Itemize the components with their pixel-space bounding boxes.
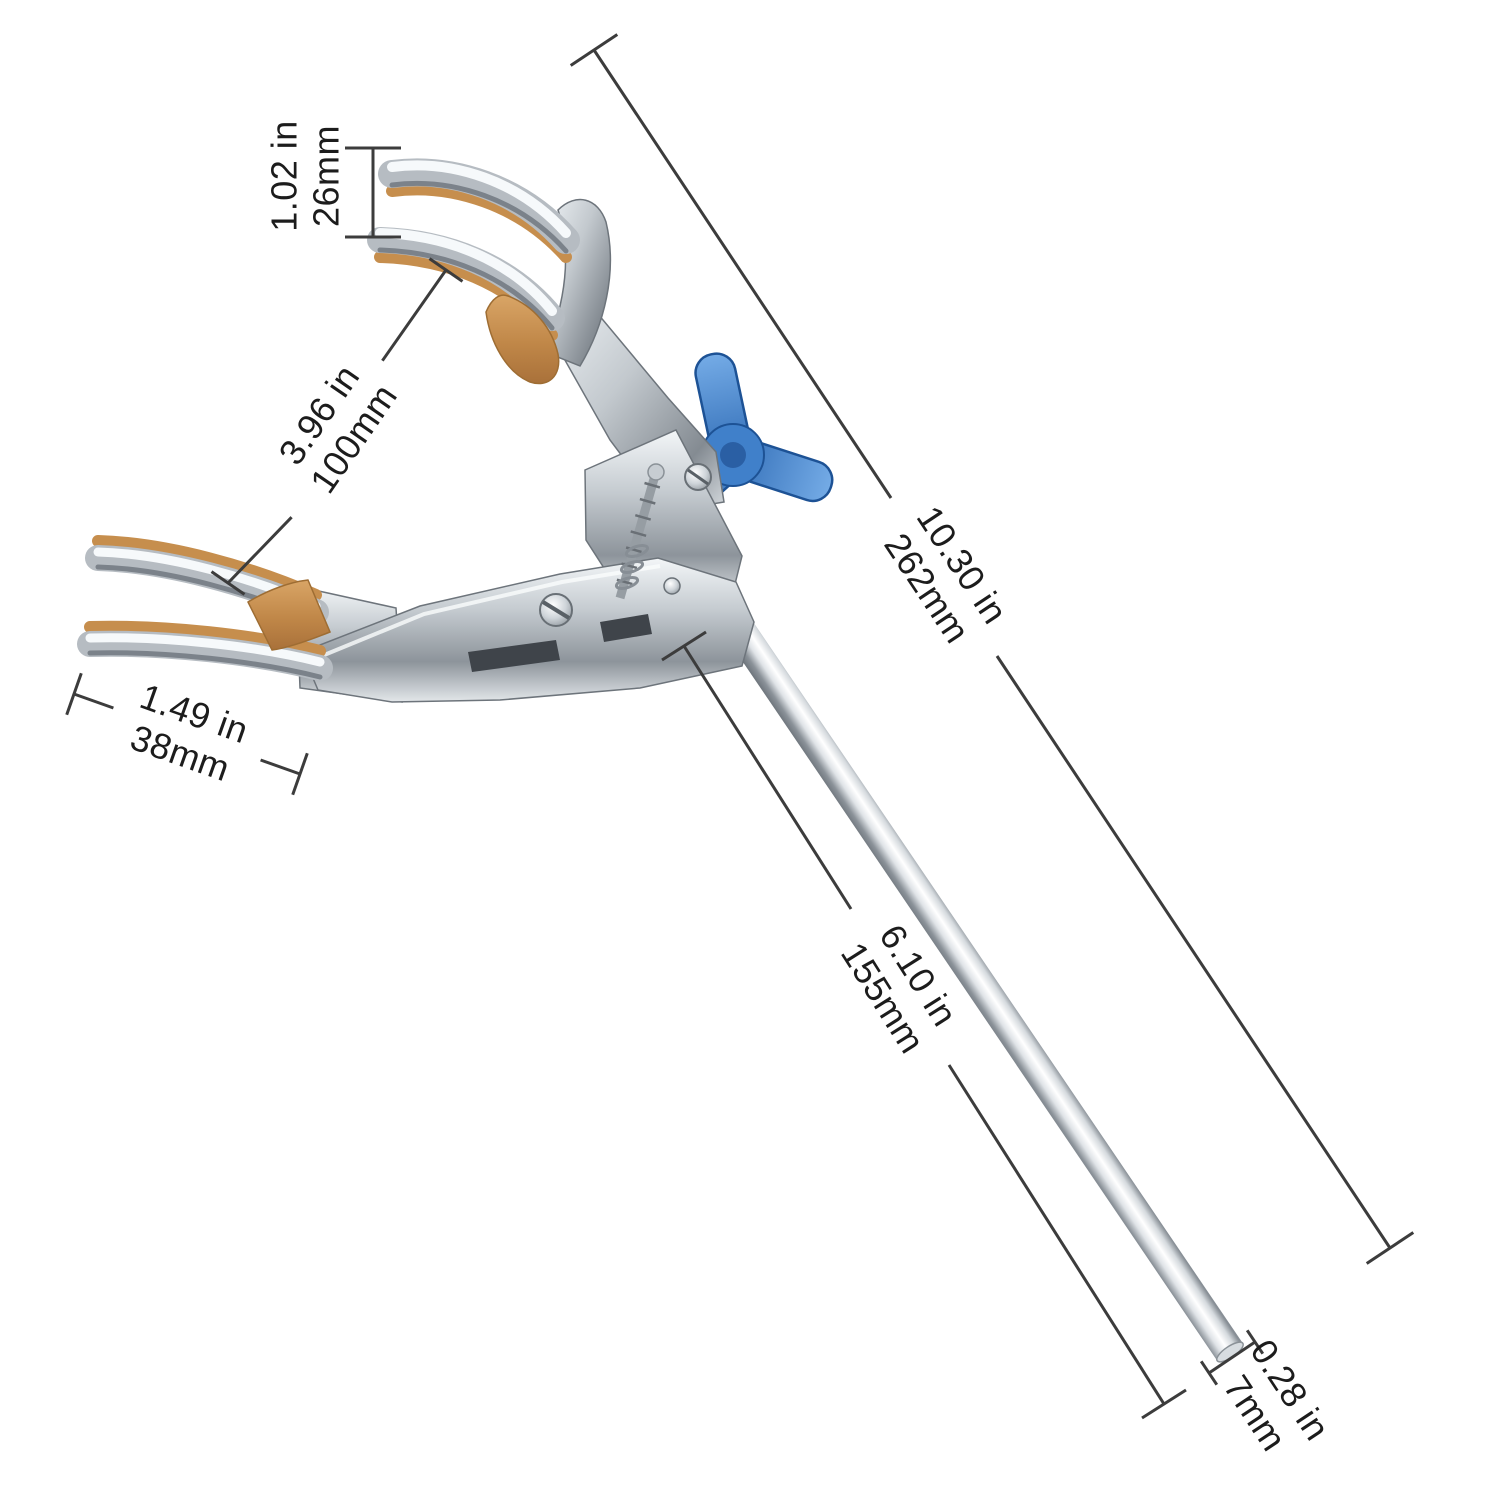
clamp-body — [295, 557, 755, 703]
dim-value-inches: 1.02 in — [263, 120, 305, 232]
dimension-lines — [65, 33, 1415, 1420]
lower-cork-pad — [247, 579, 331, 651]
upper-jaw — [367, 158, 612, 385]
upper-cork-pad — [485, 294, 560, 385]
pivot-bolts — [539, 463, 712, 627]
lower-jaw — [77, 535, 333, 681]
dim-value-metric: 26mm — [306, 124, 347, 228]
support-rod — [712, 599, 1244, 1363]
adjustment-screw — [614, 463, 665, 600]
dim-label-jaw-opening: 1.02 in 26mm — [264, 120, 349, 232]
